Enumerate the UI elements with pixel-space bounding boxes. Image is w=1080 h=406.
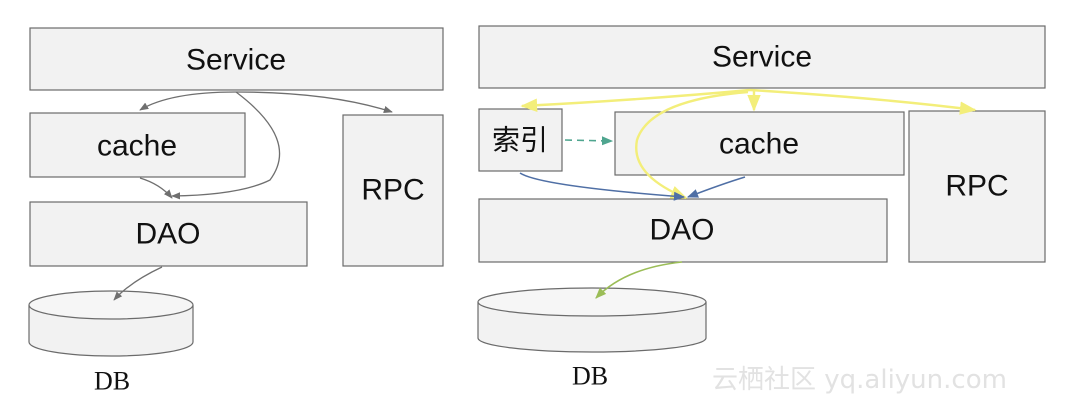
left-arrow-service-to-dao (171, 91, 281, 200)
left-arrow-cache-to-dao (139, 177, 173, 199)
right-arrow-service-to-dao (635, 90, 749, 200)
left-db-cylinder (28, 290, 194, 357)
right-rpc-label: RPC (945, 170, 1008, 203)
left-arrow-service-to-rpc (235, 91, 393, 113)
right-index-box (478, 108, 563, 172)
right-arrow-dao-to-db (595, 261, 683, 299)
left-arrow-service-to-cache (139, 91, 237, 111)
right-arrow-service-to-rpc (749, 88, 977, 115)
right-service-box (478, 25, 1046, 89)
left-cache-box (29, 112, 246, 178)
right-service-label: Service (712, 41, 812, 74)
right-arrow-index-to-cache (564, 136, 614, 146)
left-service-box (29, 27, 444, 91)
right-db-label: DB (572, 362, 608, 391)
left-dao-label: DAO (135, 218, 200, 251)
left-arrow-dao-to-db (113, 266, 163, 301)
right-diagram: Service 索引 cache DAO RPC DB (477, 25, 1046, 391)
right-index-label: 索引 (492, 124, 548, 157)
left-diagram: Service cache DAO RPC DB (28, 27, 444, 396)
right-cache-box (614, 111, 905, 176)
right-dao-label: DAO (649, 214, 714, 247)
right-rpc-box (908, 110, 1046, 263)
right-arrow-index-to-dao (519, 172, 686, 201)
left-cache-label: cache (97, 130, 177, 163)
left-service-label: Service (186, 44, 286, 77)
right-db-cylinder (477, 287, 707, 353)
left-db-label: DB (94, 367, 130, 396)
right-cache-label: cache (719, 128, 799, 161)
right-arrow-service-to-index (520, 88, 751, 112)
left-dao-box (29, 201, 308, 267)
left-rpc-box (342, 114, 444, 267)
right-arrow-cache-to-dao (686, 176, 746, 198)
watermark: 云栖社区 yq.aliyun.com (712, 365, 1007, 395)
left-rpc-label: RPC (361, 174, 424, 207)
right-dao-box (478, 198, 888, 263)
